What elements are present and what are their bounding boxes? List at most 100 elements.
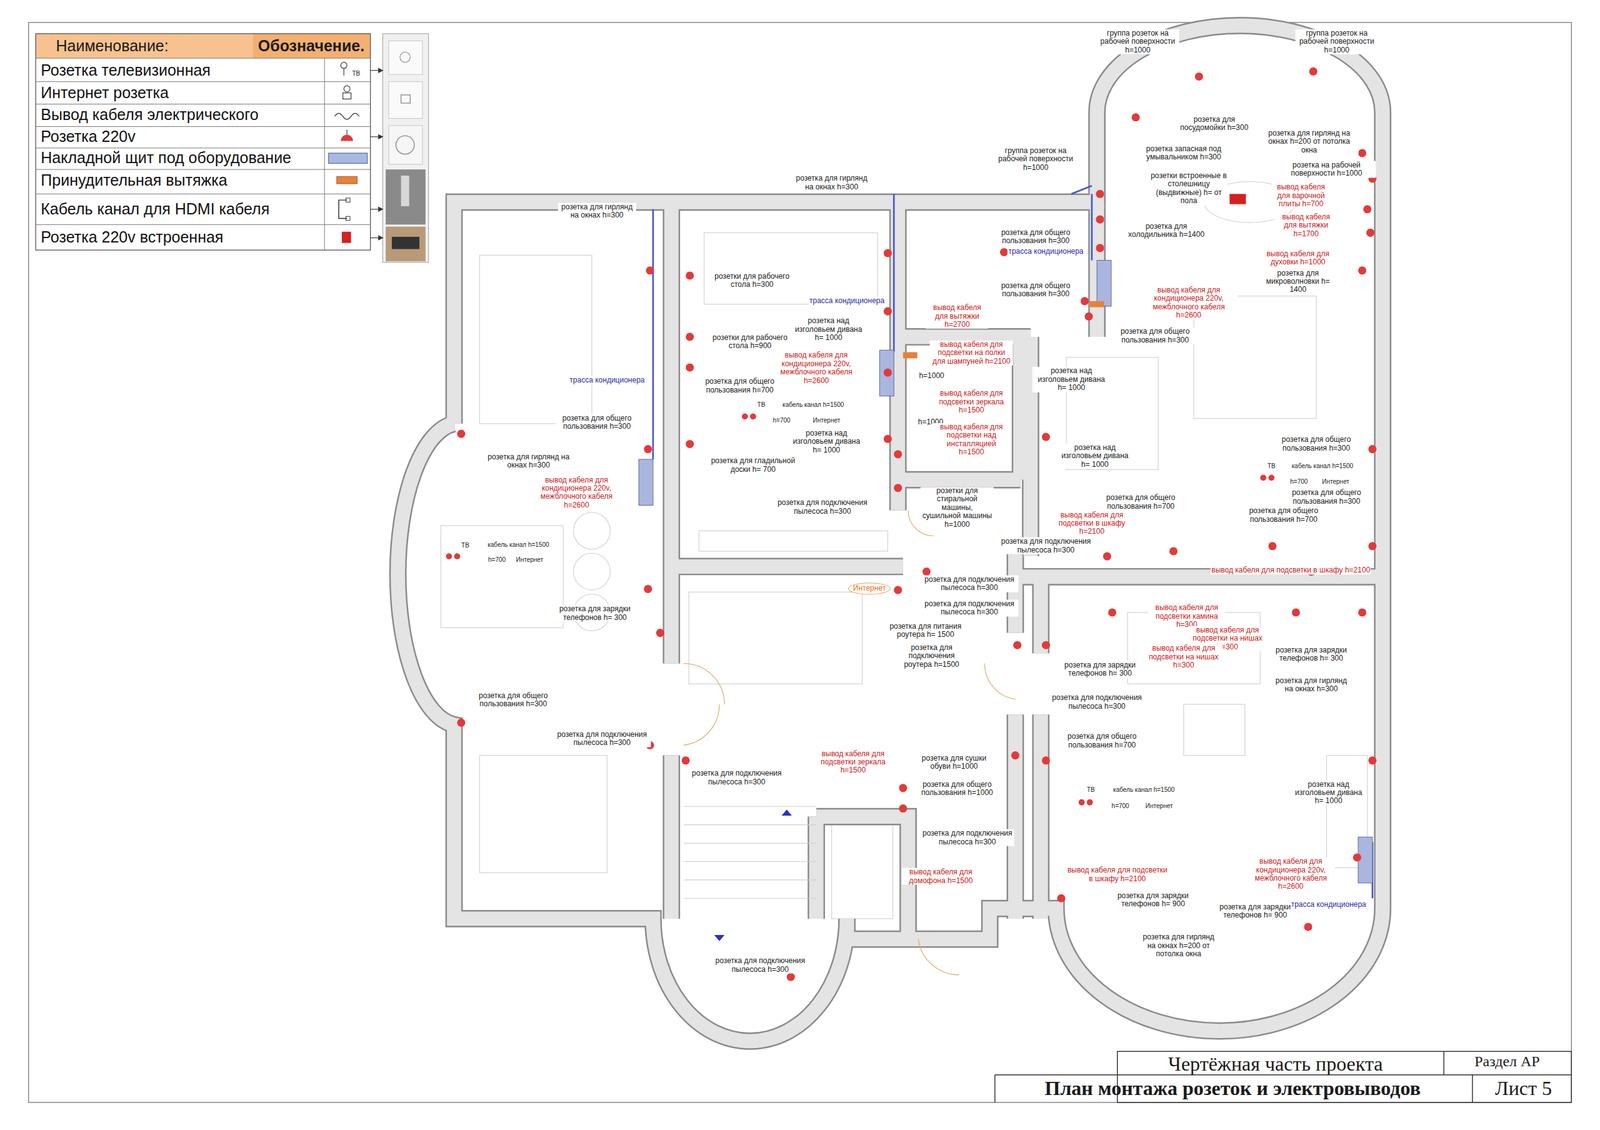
outlet-annotation: группа розеток на рабочей поверхности h=… [1096, 29, 1180, 55]
symbol-label: ТВ [1086, 786, 1096, 794]
legend-header: Наименование: [55, 36, 169, 55]
outlet-annotation: розетка для гирлянд на окнах h=300 [792, 174, 870, 192]
outlet-annotation: розетка над изголовьем дивана h= 1000 [1056, 443, 1134, 469]
outlet-annotation: розетка для подключения пылесоса h=300 [920, 829, 1014, 847]
outlet-annotation: розетка для подключения пылесоса h=300 [920, 575, 1019, 592]
outlet-annotation: розетка для общего пользования h=300 [994, 228, 1078, 245]
outlet-annotation: розетка для подключения пылесоса h=300 [773, 498, 872, 516]
symbol-label: Интернет [1321, 478, 1350, 485]
cable-outlet-annotation: вывод кабеля для подсветки в шкафу h=210… [1050, 510, 1134, 536]
outlet-annotation: розетка запасная под умывальником h=300 [1134, 144, 1233, 162]
cable-outlet-annotation: вывод кабеля для подсветки зеркала h=150… [932, 389, 1010, 415]
sheet-frame [28, 22, 1572, 1103]
outlet-annotation: розетка для гирлянд на окнах h=200 от по… [1136, 933, 1220, 959]
cable-outlet-annotation: вывод кабеля для подсветки зеркала h=150… [814, 749, 892, 775]
cable-outlet-annotation: вывод кабеля для вытяжки h=2700 [925, 303, 989, 329]
cable-outlet-annotation: вывод кабеля для кондиционера 220v, межб… [532, 476, 621, 510]
ac-routes [653, 185, 1373, 899]
outlet-annotation: розетка над изголовьем дивана h= 1000 [1032, 366, 1110, 392]
outlet-annotation: розетки для рабочего стола h=900 [711, 333, 789, 351]
legend-entry: Розетка телевизионная [40, 61, 211, 80]
cable-outlet-annotation: вывод кабеля для домофона h=1500 [901, 868, 980, 885]
symbol-label: h=700 [1111, 802, 1130, 810]
title-block-text: План монтажа розеток и электровыводов [1044, 1077, 1422, 1100]
outlet-annotation: розетка для общего пользования h=300 [1275, 435, 1359, 453]
outlet-annotation: розетка для общего пользования h=300 [1285, 488, 1369, 506]
outlet-annotation: розетки для стиральной машины, сушильной… [920, 486, 994, 529]
outlet-annotation: розетка для общего пользования h=300 [1113, 327, 1197, 345]
outlet-annotation: розетка для микроволновки h= 1400 [1261, 268, 1335, 294]
legend-table [35, 33, 429, 263]
outlet-annotation: розетка для подключения пылесоса h=300 [1050, 693, 1144, 711]
outlet-annotation: розетка для общего пользования h=700 [1060, 732, 1144, 750]
symbol-label: ТВ [460, 542, 470, 550]
outlet-annotation: розетка для холодильника h=1400 [1125, 222, 1209, 240]
walls [398, 25, 1384, 1042]
outlet-annotation: розетка для гирлянд на окнах h=300 [1272, 676, 1350, 694]
symbol-label: Интернет [812, 416, 842, 424]
cable-outlet-annotation: вывод кабеля для подсветки в шкафу h=210… [1210, 566, 1371, 575]
symbol-label: ТВ [351, 70, 361, 77]
ac-route-label: трасса кондиционера [1007, 248, 1084, 257]
outlet-annotation: розетка для сушки обуви h=1000 [915, 753, 993, 771]
cable-outlet-annotation: вывод кабеля для подсветки над инсталляц… [932, 423, 1010, 457]
symbol-label: Интернет [515, 556, 545, 564]
hood-symbol [903, 351, 918, 359]
symbol-label: ТВ [1266, 463, 1277, 470]
cable-outlet-annotation: вывод кабеля для подсветки камина h=300 [1148, 603, 1226, 629]
legend-header: Обозначение. [257, 36, 365, 55]
outlet-annotation: розетка над изголовьем дивана h= 1000 [789, 316, 867, 342]
ac-route-label: трасса кондиционера [808, 296, 885, 305]
outlet-annotation: розетка для подключения пылесоса h=300 [920, 600, 1019, 617]
outlet-annotation: розетка для подключения роутера h=1500 [900, 643, 964, 669]
outlet-annotation: розетка на рабочей поверхности h=1000 [1277, 161, 1376, 179]
title-block-text: Раздел АР [1473, 1053, 1541, 1070]
outlet-annotation: розетка для гирлянд на окнах h=300 [558, 203, 636, 220]
outlet-annotation: розетки встроенные в столешницу (выдвижн… [1150, 171, 1228, 206]
cable-outlet-annotation: вывод кабеля для кондиционера 220v, межб… [1139, 286, 1238, 320]
symbol-label: ТВ [756, 401, 767, 409]
outlet-annotation: розетка для гирлянд на окнах h=300 [481, 453, 575, 470]
ac-route-label: трасса кондиционера [568, 376, 645, 385]
outlet-annotation: розетка для посудомойки h=300 [1173, 115, 1257, 132]
cable-outlet-annotation: вывод кабеля для кондиционера 220v, межб… [1246, 857, 1335, 892]
outlet-annotation: розетка для питания роутера h= 1500 [886, 622, 965, 640]
title-block-text: Чертёжная часть проекта [1167, 1053, 1384, 1076]
title-block [995, 1051, 1572, 1103]
ac-panels [638, 260, 1373, 883]
cable-outlet-annotation: вывод кабеля для варочной плиты h=700 [1272, 183, 1330, 209]
symbol-label: Интернет [1145, 802, 1174, 810]
outlet-annotation: группа розеток на рабочей поверхности h=… [1295, 29, 1379, 55]
outlet-annotation: розетка для подключения пылесоса h=300 [996, 537, 1095, 555]
outlet-annotation: розетки для рабочего стола h=300 [713, 272, 791, 290]
outlet-annotation: розетка для общего пользования h=300 [555, 413, 639, 431]
outlet-annotation: розетка для подключения пылесоса h=300 [711, 956, 810, 974]
outlet-annotation: розетка для зарядки телефонов h= 300 [1272, 645, 1350, 663]
symbol-label: кабель канал h=1500 [1291, 463, 1354, 470]
outlet-annotation: розетка для подключения пылесоса h=300 [687, 769, 786, 787]
legend-entry: Накладной щит под оборудование [40, 149, 292, 167]
legend-entry: Розетка 220v [40, 128, 135, 146]
built-in-outlet [1229, 193, 1246, 204]
cable-outlet-annotation: вывод кабеля для духовки h=1000 [1253, 250, 1342, 267]
legend-entry: Интернет розетка [40, 84, 169, 102]
cable-outlet-annotation: вывод кабеля для подсветки на полки для … [930, 340, 1014, 366]
outlet-annotation: розетка для подключения пылесоса h=300 [553, 730, 652, 748]
outlet-annotation: розетка для зарядки телефонов h= 900 [1116, 891, 1190, 909]
outlet-annotation: h=1000 [918, 372, 945, 381]
symbol-label: h=700 [1289, 478, 1309, 485]
outlet-annotation: розетка для общего пользования h=700 [698, 377, 782, 395]
internet-callout: Интернет [848, 582, 891, 595]
outlet-annotation: розетка для общего пользования h=700 [1099, 493, 1183, 511]
outlet-annotation: розетка для гладильной доски h= 700 [709, 456, 798, 474]
outlet-annotation: розетка для зарядки телефонов h= 900 [1218, 903, 1292, 920]
outlet-annotation: розетка для общего пользования h=300 [471, 691, 555, 709]
outlet-annotation: розетка для общего пользования h=1000 [913, 780, 1002, 798]
stairs [683, 806, 817, 942]
cable-outlet-annotation: вывод кабеля для подсветки на нишах h=30… [1145, 644, 1223, 670]
symbol-label: h=700 [487, 556, 507, 564]
cable-outlet-annotation: вывод кабеля для подсветки в шкафу h=210… [1065, 866, 1169, 884]
outlet-annotation: группа розеток на рабочей поверхности h=… [994, 146, 1078, 172]
outlet-annotation: розетка для зарядки телефонов h= 300 [1063, 661, 1137, 679]
